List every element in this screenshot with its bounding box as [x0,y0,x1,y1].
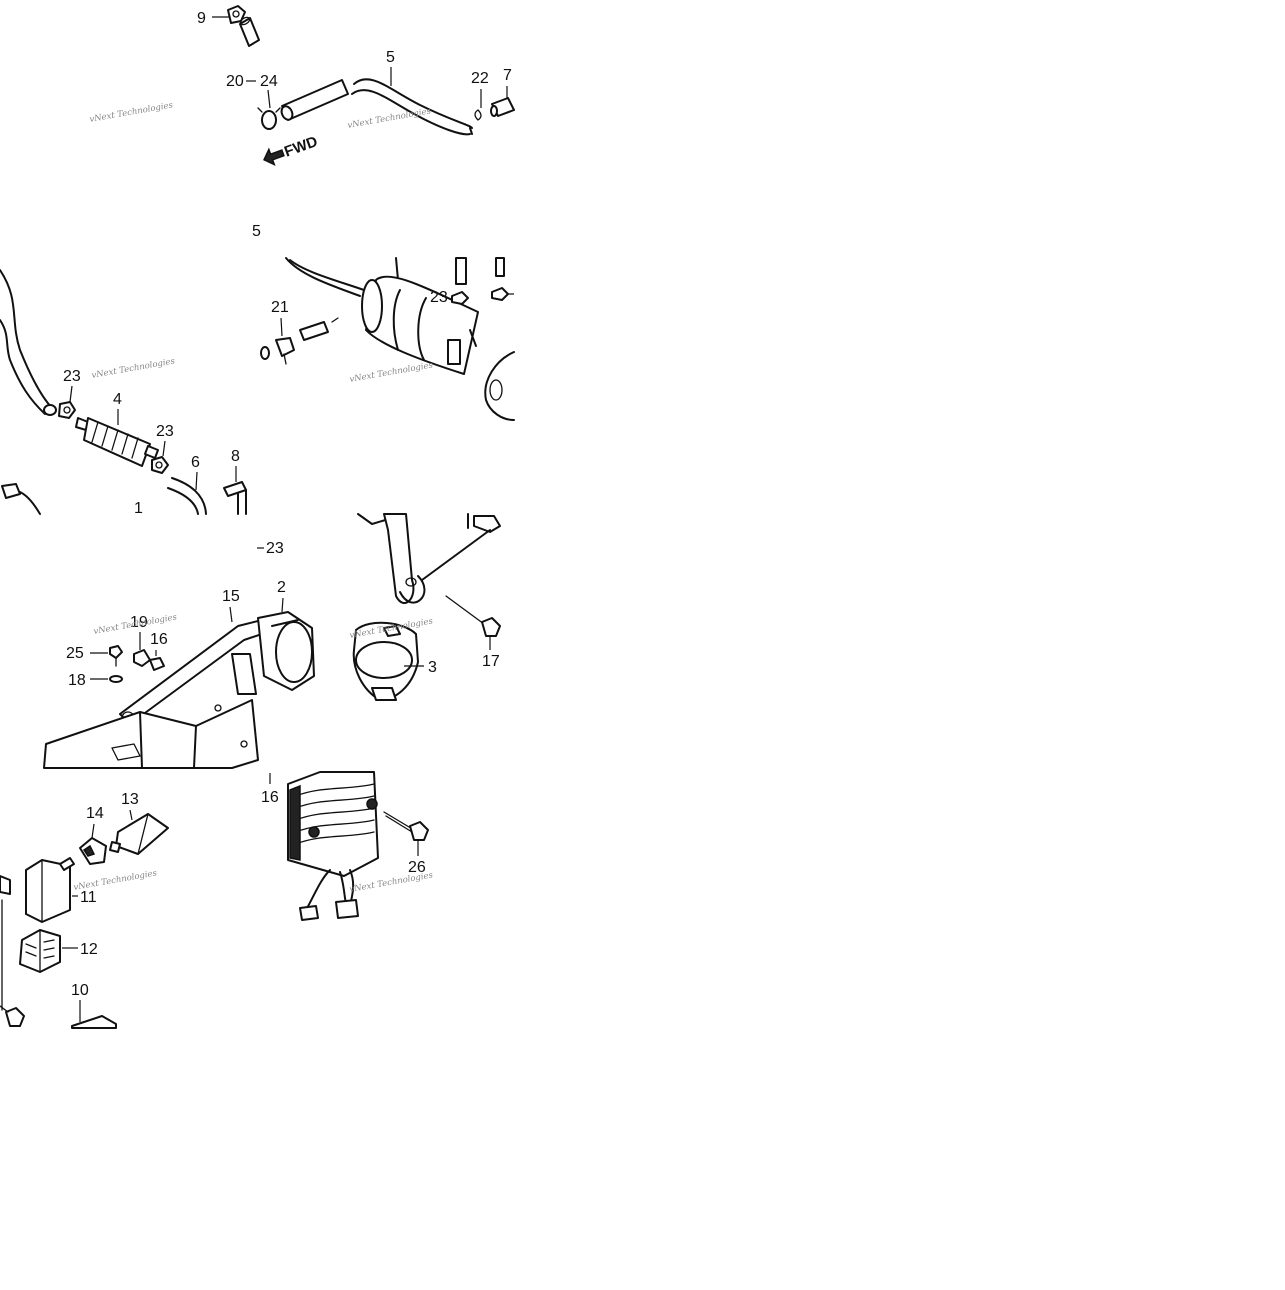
callout-7: 7 [503,67,512,84]
callout-24: 24 [260,73,278,90]
panel-electrical: 13 14 11 12 [0,771,429,1029]
callout-15: 15 [222,588,240,605]
callout-23-left: 23 [63,368,81,385]
watermark: vNext Technologies [347,106,433,131]
fuel-pump-body [361,275,479,375]
part-25-bolt [109,645,123,667]
callout-10: 10 [71,982,89,999]
watermark: vNext Technologies [89,100,175,125]
callout-16-regulator: 16 [261,789,279,806]
callout-8: 8 [231,448,240,465]
callout-19: 19 [130,614,148,631]
part-16-regulator-rectifier [287,771,379,921]
part-9-clip [212,5,260,47]
part-7-fitting [490,97,515,117]
callout-2: 2 [277,579,286,596]
part-19-grommet [133,649,151,667]
part-13-relay [109,813,169,855]
part-23-clip-center [151,456,169,474]
part-16-collar [149,657,165,671]
callout-26: 26 [408,859,426,876]
watermark: vNext Technologies [349,870,435,895]
fwd-direction-arrow: FWD [263,133,320,166]
hose-short [280,79,349,121]
part-17-bolt [445,595,501,637]
callout-16-top: 16 [150,631,168,648]
callout-11: 11 [80,889,97,906]
part-3-clamp-band [352,621,419,701]
callout-5-partial: 5 [252,223,261,240]
callout-6: 6 [191,454,200,471]
part-11-module [25,857,75,923]
watermark: vNext Technologies [73,868,159,893]
panel-fuel-hoses: 9 20 24 5 22 7 [197,5,515,166]
frame-right-upper [357,513,501,604]
fwd-label: FWD [282,133,320,161]
part-22-clip [474,109,482,121]
part-12-relay [19,929,61,973]
base-plate [43,653,259,769]
part-23-clip-left [58,401,76,419]
part-24-clamp [257,107,281,130]
callout-17: 17 [482,653,500,670]
part-26-bolt [383,811,429,841]
part-2-mount-band [257,611,315,691]
part-23-clip-pump [451,287,514,305]
part-6-hose [167,477,207,515]
callout-5: 5 [386,49,395,66]
callout-23-center: 23 [156,423,174,440]
callout-9: 9 [197,10,206,27]
panel-fuel-pump: 23 4 23 6 8 [0,223,515,517]
callout-14: 14 [86,805,104,822]
panel-brackets: 23 15 2 19 16 2 [43,513,501,769]
pump-mount-partial [484,351,515,421]
watermark: vNext Technologies [349,360,435,385]
callout-23-pump: 23 [430,289,448,306]
callout-20: 20 [226,73,244,90]
callout-13: 13 [121,791,139,808]
callout-21: 21 [271,299,289,316]
part-4-fuel-filter [75,417,159,467]
callout-1: 1 [134,500,143,517]
part-18-washer [109,675,123,683]
connector-lower-left [1,483,41,515]
part-21-clamp [260,317,339,365]
watermark: vNext Technologies [91,356,177,381]
callout-4: 4 [113,391,122,408]
part-5-hose [351,78,473,136]
hose-left-vertical [0,269,57,416]
callout-22: 22 [471,70,489,87]
fuel-pump-hoses [285,257,505,297]
callout-12: 12 [80,941,98,958]
part-10-cover [71,1015,117,1029]
callout-23-bracket: 23 [266,540,284,557]
part-14-sensor [79,837,107,865]
callout-25: 25 [66,645,84,662]
watermarks: vNext Technologies vNext Technologies vN… [73,100,435,895]
callout-3: 3 [428,659,437,676]
left-edge-partials [0,875,25,1027]
part-8-bracket [223,481,247,515]
callout-18: 18 [68,672,86,689]
